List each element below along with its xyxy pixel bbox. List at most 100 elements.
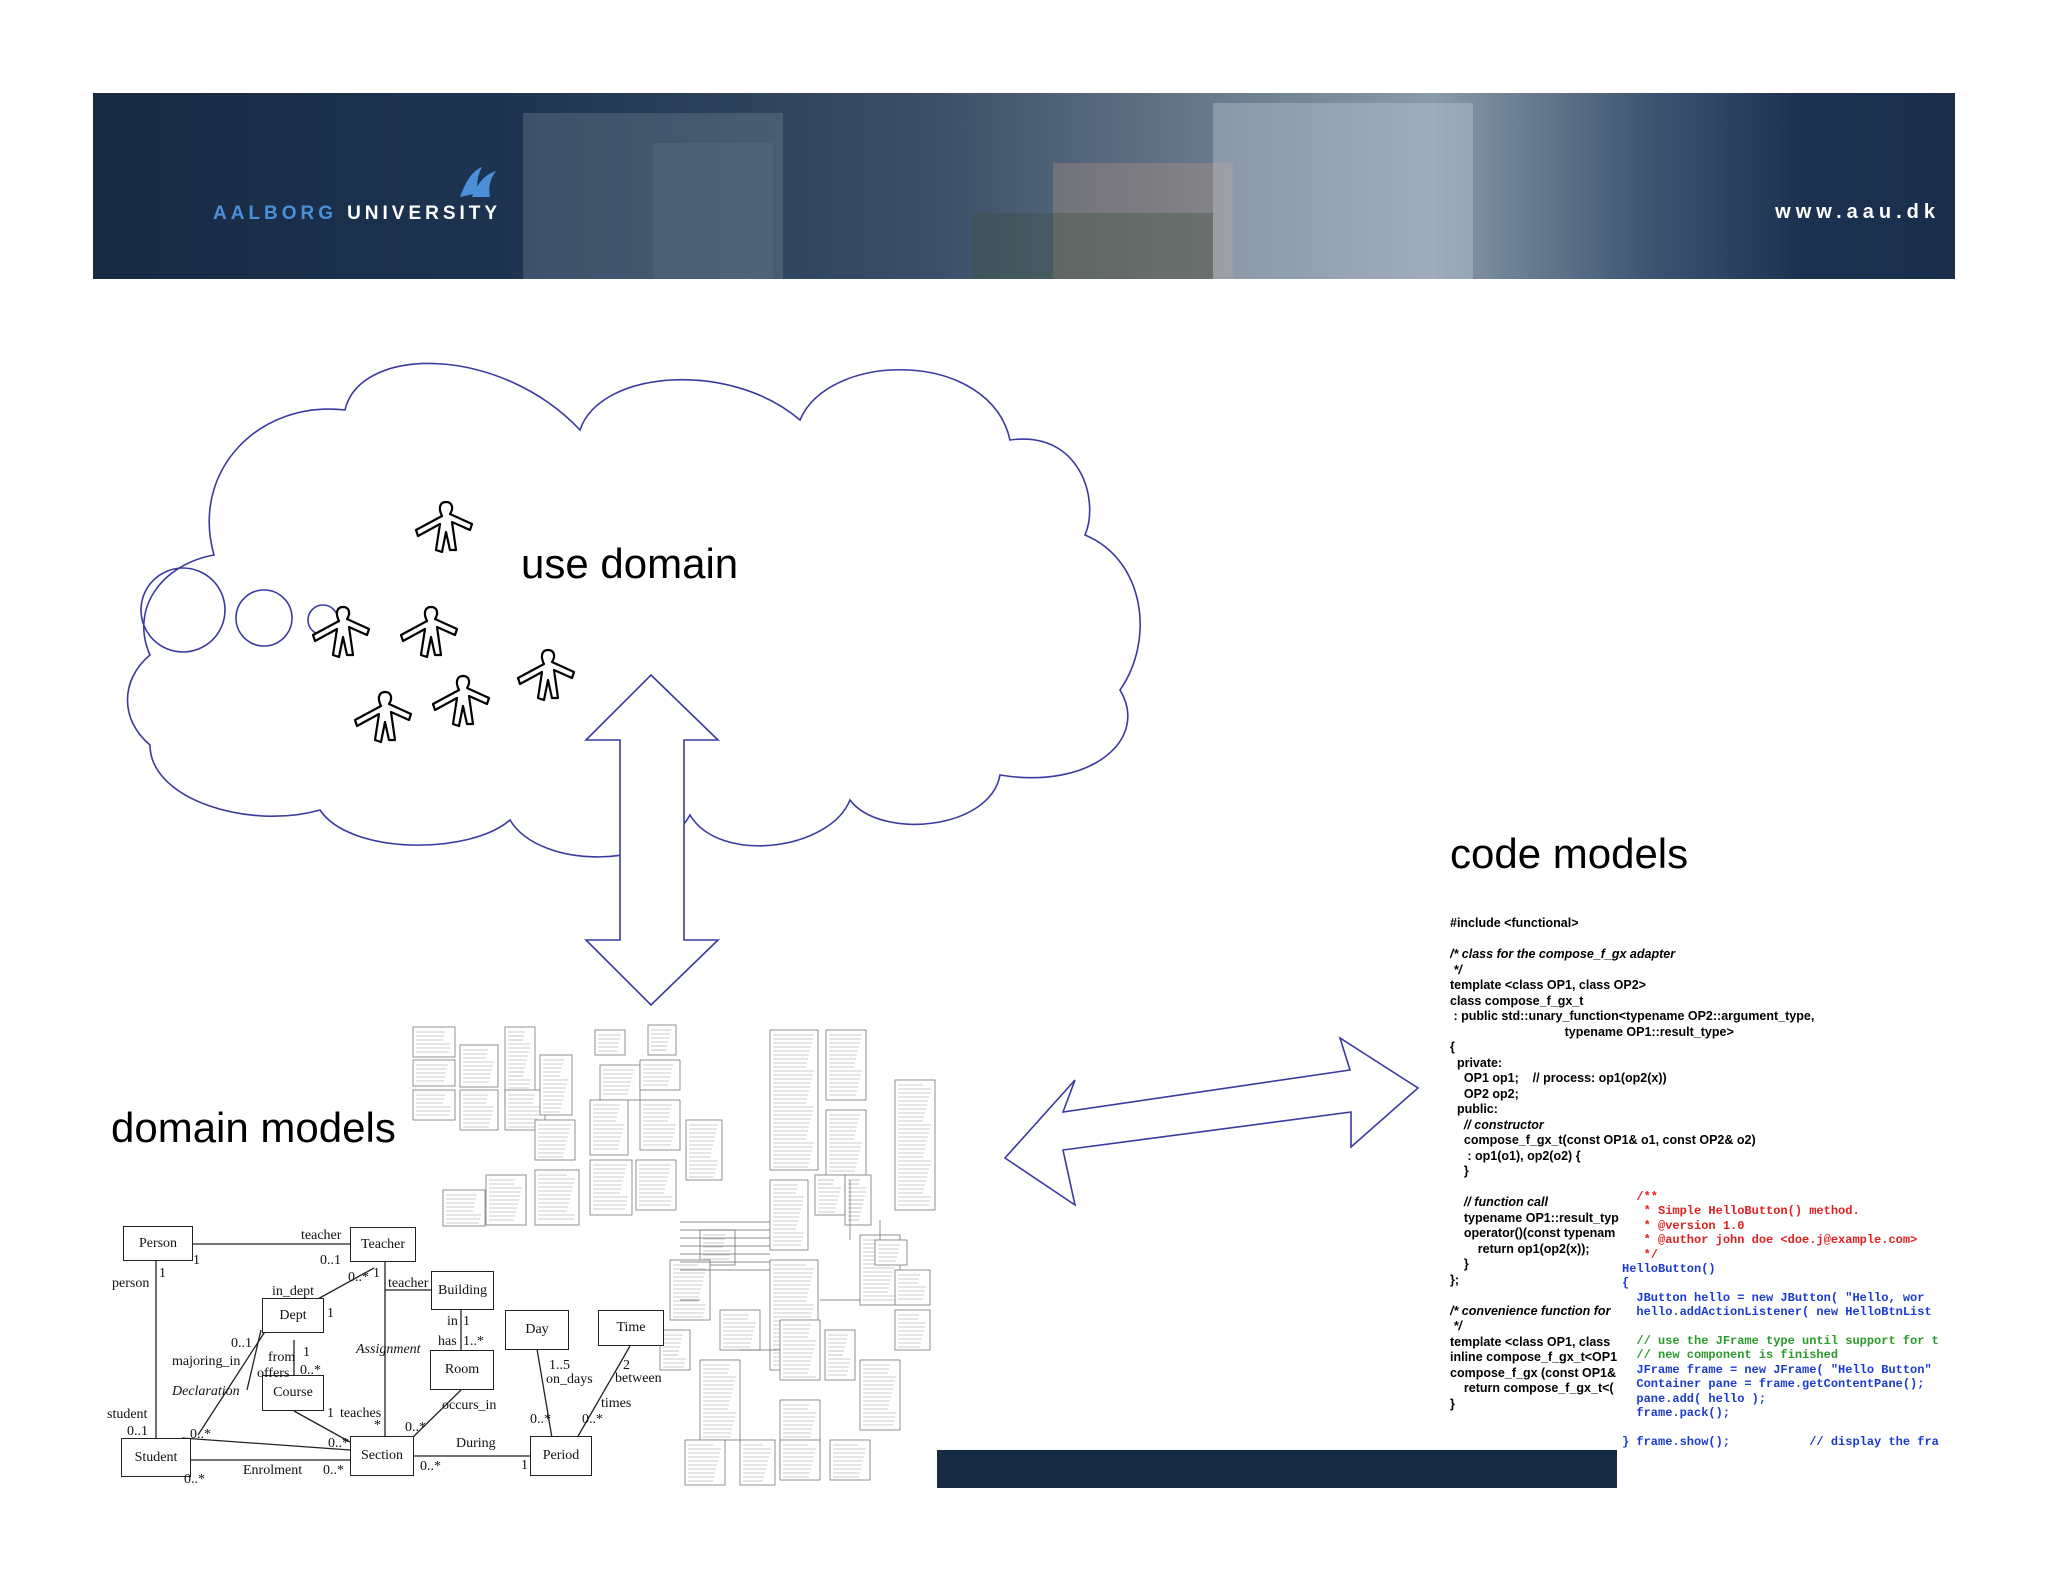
stick-figure-icon [414,500,474,554]
code-line [1622,1421,1952,1435]
code-line: HelloButton() [1622,1262,1716,1277]
mini-class-box [685,1119,723,1181]
code-line: frame.pack(); [1622,1406,1731,1421]
mini-class-box [534,1169,580,1226]
code-line: template <class OP1, class OP2> [1450,978,1646,992]
code-line: OP2 op2; [1450,1086,1519,1101]
code-line: compose_f_gx_t(const OP1& o1, const OP2&… [1450,1133,1756,1147]
diagonal-double-arrow-icon [1003,1036,1420,1207]
uml-label: 0..* [184,1472,205,1487]
mini-class-box [659,1329,691,1371]
java-code-listing: /** * Simple HelloButton() method. * @ve… [1622,1190,1952,1460]
mini-class-box [739,1439,776,1486]
uml-class-period: Period [530,1436,592,1476]
mini-class-box [719,1309,761,1351]
code-line: { [1450,1040,1455,1054]
code-line: // new component is finished [1622,1348,1839,1363]
uml-label: 1 [193,1253,200,1268]
code-line: // constructor [1450,1117,1544,1132]
uml-label: 1 [373,1266,380,1281]
mini-class-box [825,1029,867,1101]
uml-class-person: Person [123,1226,193,1261]
uml-label: 1..5 [549,1358,570,1373]
uml-label: has [438,1334,457,1349]
code-line: } [1450,1257,1469,1271]
uml-class-day: Day [505,1310,569,1350]
code-line [1450,932,1970,948]
mini-class-box [412,1089,456,1121]
code-models-label: code models [1450,830,1689,877]
code-line: return op1(op2(x)); [1450,1241,1590,1256]
mini-class-box [412,1026,456,1058]
uml-label: Enrolment [243,1463,303,1478]
use-domain-label: use domain [521,540,739,587]
uml-class-teacher: Teacher [350,1227,416,1262]
mini-class-box [459,1089,499,1131]
uml-label: teacher [388,1276,429,1291]
stick-figures [311,500,576,744]
code-line: // function call [1450,1195,1548,1209]
mini-class-box [442,1189,486,1227]
mini-class-box [684,1439,726,1486]
uml-label: 1 [521,1458,528,1473]
uml-label: between [615,1371,662,1386]
domain-models-label: domain models [111,1104,396,1151]
university-logo-icon [460,167,496,197]
code-line: pane.add( hello ); [1622,1391,1767,1406]
uml-label: 0..* [328,1436,349,1451]
code-line: } [1450,1396,1455,1411]
cpp-code-listing: #include <functional> /* class for the c… [1450,916,1970,1416]
mini-class-box [539,1054,573,1116]
code-line: * Simple HelloButton() method. [1622,1204,1860,1219]
uml-class-building: Building [431,1271,494,1310]
code-line: return compose_f_gx_t<( [1450,1381,1614,1395]
uml-label: teaches [340,1406,382,1421]
code-line: * @version 1.0 [1622,1218,1745,1233]
uml-label: 0..1 [127,1424,148,1439]
uml-label: 1 [159,1266,166,1281]
code-line: class compose_f_gx_t [1450,993,1584,1008]
stick-figure-icon [311,605,371,659]
uml-label: 0..* [348,1270,369,1285]
code-line: */ [1450,962,1462,977]
code-line: /* convenience function for [1450,1303,1611,1318]
mini-class-box [589,1099,629,1156]
stick-figure-icon [431,674,491,728]
uml-label: 1 [327,1306,334,1321]
mini-class-box [814,1174,846,1216]
uml-class-dept: Dept [262,1298,324,1333]
code-line: operator()(const typenam [1450,1226,1616,1240]
stick-figure-icon [516,648,576,702]
code-line: // use the JFrame type until support for… [1622,1334,1939,1349]
uml-label: 0..1 [320,1253,341,1268]
code-line: */ [1450,1319,1462,1333]
code-line: }; [1450,1272,1460,1287]
uml-label: * [374,1418,381,1433]
uml-label: in_dept [272,1284,314,1299]
uml-label: 1 [327,1406,334,1421]
code-line: * @author john doe <doe.j@example.com> [1622,1233,1918,1248]
uml-label: Declaration [172,1384,240,1399]
code-line: } [1450,1164,1469,1178]
uml-label: 0..* [582,1412,603,1427]
code-line: : public std::unary_function<typename OP… [1450,1009,1815,1023]
stick-figure-icon [353,690,413,744]
code-line: { [1622,1276,1630,1291]
code-line: */ [1622,1247,1659,1262]
uml-label: 1 [463,1314,470,1329]
footer-bar [937,1450,1617,1488]
code-line: inline compose_f_gx_t<OP1 [1450,1350,1618,1364]
uml-label: During [456,1436,496,1451]
uml-class-course: Course [262,1375,324,1411]
code-line: hello.addActionListener( new HelloBtnLis… [1622,1305,1932,1320]
uml-label: 1..* [463,1334,484,1349]
uml-label: offers [257,1366,290,1381]
uml-label: teacher [301,1228,342,1243]
uml-label: 0..* [300,1363,321,1378]
uml-label: 0..* [405,1420,426,1435]
uml-class-section: Section [350,1436,414,1476]
code-line: /** [1622,1190,1659,1204]
uml-label: 0..* [420,1459,441,1474]
mini-class-box [769,1029,819,1171]
